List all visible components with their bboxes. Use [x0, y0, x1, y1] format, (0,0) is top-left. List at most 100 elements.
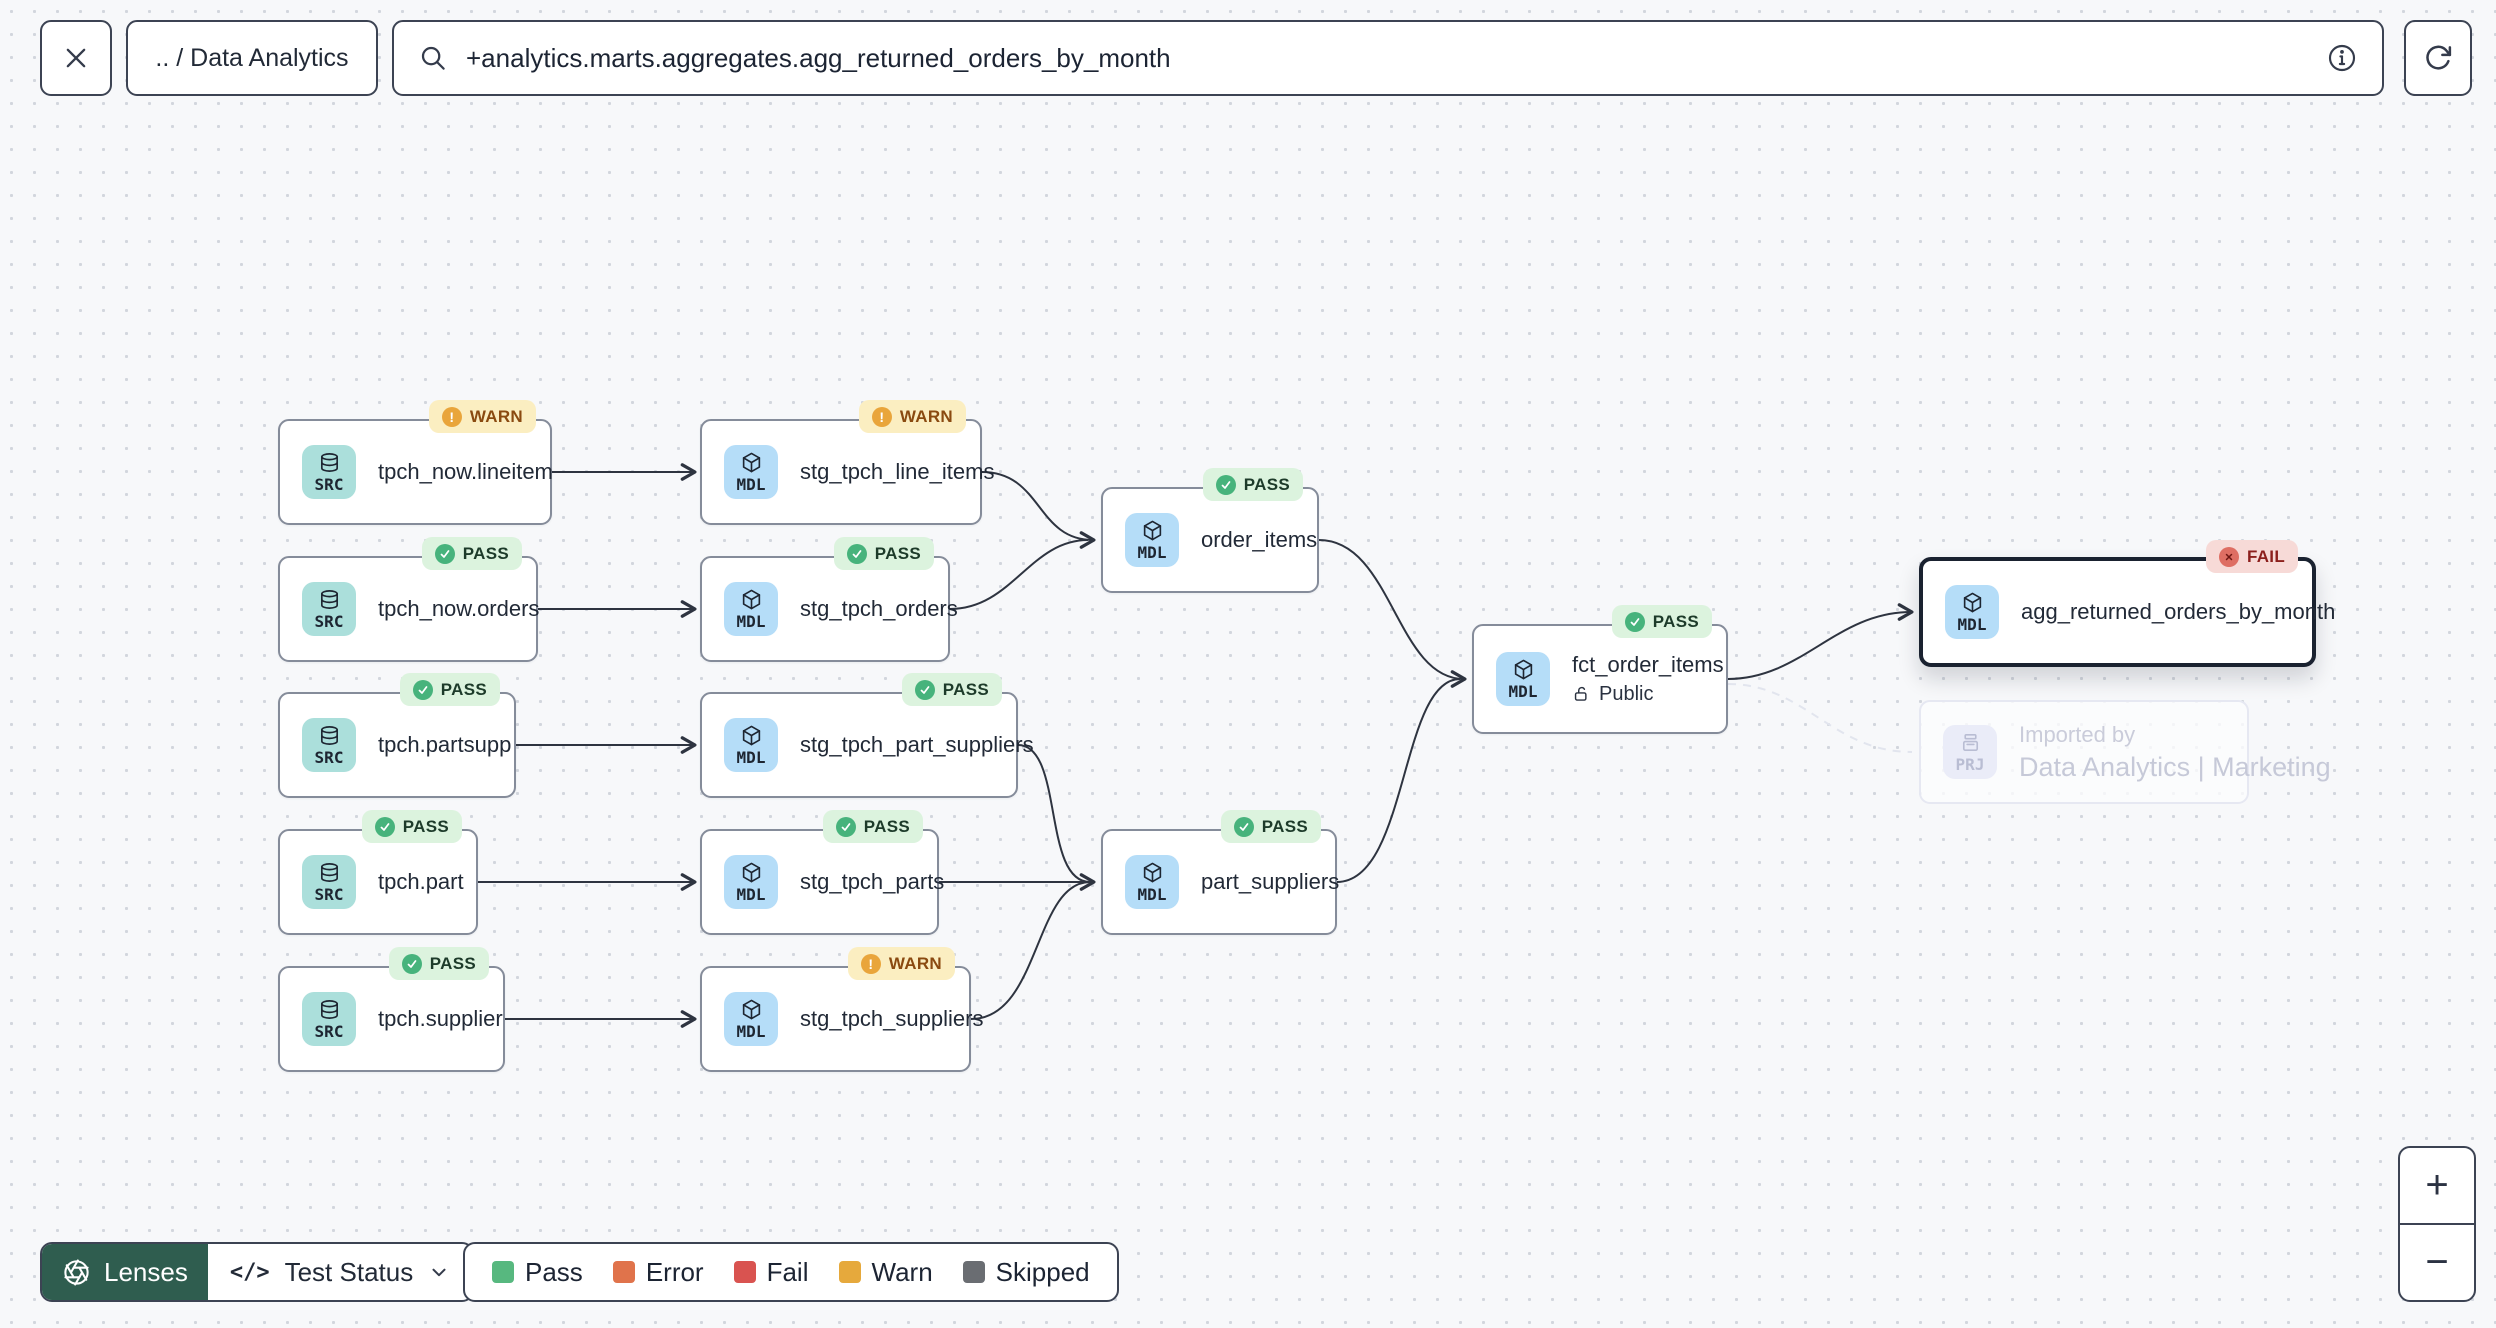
- legend-item-fail: Fail: [733, 1257, 809, 1288]
- status-badge: PASS: [833, 537, 934, 570]
- skipped-swatch: [962, 1261, 985, 1283]
- node-tpch-supplier[interactable]: PASS SRC tpch.supplier: [278, 947, 505, 1072]
- breadcrumb[interactable]: .. / Data Analytics: [126, 20, 378, 96]
- status-badge: ! WARN: [428, 400, 536, 433]
- node-type-label: MDL: [1137, 885, 1167, 904]
- node-label: tpch_now.lineitem: [378, 459, 553, 484]
- zoom-out-button[interactable]: −: [2400, 1223, 2474, 1300]
- node-label: tpch.part: [378, 869, 464, 894]
- node-type-label: MDL: [1957, 615, 1987, 634]
- status-badge: ! WARN: [858, 400, 966, 433]
- close-button[interactable]: [40, 20, 112, 96]
- node-tpch-now-lineitem[interactable]: ! WARN SRC tpch_now.lineitem: [278, 400, 553, 525]
- source-type-chip: SRC: [302, 992, 356, 1046]
- fail-icon: [2218, 546, 2239, 567]
- node-stg-tpch-parts[interactable]: PASS MDL stg_tpch_parts: [700, 810, 944, 935]
- breadcrumb-label: .. / Data Analytics: [155, 43, 349, 72]
- cube-icon: [1963, 592, 1981, 613]
- info-icon: [2328, 44, 2356, 72]
- status-badge: PASS: [421, 537, 522, 570]
- legend-label: Skipped: [995, 1256, 1090, 1287]
- search-icon: [421, 46, 445, 70]
- node-stg-tpch-part-suppliers[interactable]: PASS MDL stg_tpch_part_suppliers: [700, 673, 1034, 798]
- legend-item-pass: Pass: [492, 1257, 583, 1288]
- lenses-button-label: Lenses: [104, 1256, 188, 1287]
- status-badge-label: PASS: [1243, 474, 1290, 494]
- cube-icon: [742, 589, 760, 610]
- status-badge: PASS: [901, 673, 1002, 706]
- status-badge-label: PASS: [462, 543, 509, 563]
- node-type-label: SRC: [314, 1022, 344, 1041]
- info-button[interactable]: [2326, 42, 2358, 74]
- status-badge: ! WARN: [847, 947, 955, 980]
- node-tpch-partsupp[interactable]: PASS SRC tpch.partsupp: [278, 673, 516, 798]
- warn-icon: !: [871, 406, 892, 427]
- node-type-label: MDL: [736, 475, 766, 494]
- status-badge: PASS: [1202, 468, 1303, 501]
- zoom-in-button[interactable]: +: [2425, 1163, 2449, 1207]
- aperture-icon: [64, 1258, 89, 1286]
- node-label: stg_tpch_line_items: [800, 459, 995, 484]
- status-badge-label: PASS: [429, 953, 476, 973]
- node-type-label: MDL: [736, 885, 766, 904]
- node-type-label: PRJ: [1955, 755, 1985, 774]
- check-icon: [412, 679, 433, 700]
- status-badge: PASS: [1220, 810, 1321, 843]
- node-imported-by-project[interactable]: PRJ Imported by Data Analytics | Marketi…: [1919, 700, 2331, 804]
- node-tpch-now-orders[interactable]: PASS SRC tpch_now.orders: [278, 537, 539, 662]
- search-bar[interactable]: +analytics.marts.aggregates.agg_returned…: [392, 20, 2384, 96]
- status-badge-label: WARN: [469, 406, 523, 426]
- database-icon: [320, 726, 338, 745]
- node-agg-returned-orders-by-month[interactable]: FAIL MDL agg_returned_orders_by_month: [1919, 540, 2335, 667]
- database-icon: [320, 1000, 338, 1019]
- model-type-chip: MDL: [724, 855, 778, 909]
- node-label: stg_tpch_suppliers: [800, 1006, 984, 1031]
- node-label: stg_tpch_part_suppliers: [800, 732, 1034, 757]
- close-icon: [66, 48, 86, 68]
- legend-label: Pass: [525, 1256, 583, 1287]
- zoom-controls: + −: [2398, 1146, 2476, 1302]
- lens-selector[interactable]: </> Test Status: [208, 1244, 472, 1300]
- node-type-label: MDL: [736, 748, 766, 767]
- node-stg-tpch-orders[interactable]: PASS MDL stg_tpch_orders: [700, 537, 958, 662]
- node-stg-tpch-line-items[interactable]: ! WARN MDL stg_tpch_line_items: [700, 400, 994, 525]
- node-stg-tpch-suppliers[interactable]: ! WARN MDL stg_tpch_suppliers: [700, 947, 983, 1072]
- source-type-chip: SRC: [302, 718, 356, 772]
- node-label: tpch.supplier: [378, 1006, 503, 1031]
- status-badge-label: PASS: [440, 679, 487, 699]
- cube-icon: [1143, 862, 1161, 883]
- node-type-label: MDL: [736, 1022, 766, 1041]
- node-label: agg_returned_orders_by_month: [2021, 599, 2336, 624]
- node-fct-order-items[interactable]: PASS MDL fct_order_items Public: [1472, 605, 1728, 734]
- model-type-chip: MDL: [724, 582, 778, 636]
- node-part-suppliers[interactable]: PASS MDL part_suppliers: [1101, 810, 1339, 935]
- lenses-button[interactable]: Lenses: [42, 1244, 208, 1300]
- node-label: tpch.partsupp: [378, 732, 512, 757]
- check-icon: [1215, 474, 1236, 495]
- status-badge-label: PASS: [942, 679, 989, 699]
- node-type-label: SRC: [314, 748, 344, 767]
- node-order-items[interactable]: PASS MDL order_items: [1101, 468, 1319, 593]
- pass-swatch: [492, 1261, 514, 1283]
- node-type-label: SRC: [314, 885, 344, 904]
- node-type-label: MDL: [736, 612, 766, 631]
- search-input[interactable]: +analytics.marts.aggregates.agg_returned…: [466, 42, 1171, 73]
- node-tpch-part[interactable]: PASS SRC tpch.part: [278, 810, 478, 935]
- status-badge: PASS: [361, 810, 462, 843]
- active-lens-label: Test Status: [284, 1256, 414, 1287]
- imported-by-label: Imported by: [2019, 721, 2136, 747]
- check-icon: [434, 543, 455, 564]
- status-badge: PASS: [388, 947, 489, 980]
- status-badge-label: FAIL: [2246, 546, 2285, 566]
- database-icon: [320, 863, 338, 882]
- model-type-chip: MDL: [724, 445, 778, 499]
- cube-icon: [1143, 520, 1161, 541]
- legend-item-warn: Warn: [838, 1257, 933, 1288]
- status-badge-label: PASS: [874, 543, 921, 563]
- access-level: Public: [1572, 683, 1724, 706]
- cube-icon: [1514, 659, 1532, 680]
- refresh-button[interactable]: [2404, 20, 2472, 96]
- model-type-chip: MDL: [1496, 652, 1550, 706]
- cube-icon: [742, 862, 760, 883]
